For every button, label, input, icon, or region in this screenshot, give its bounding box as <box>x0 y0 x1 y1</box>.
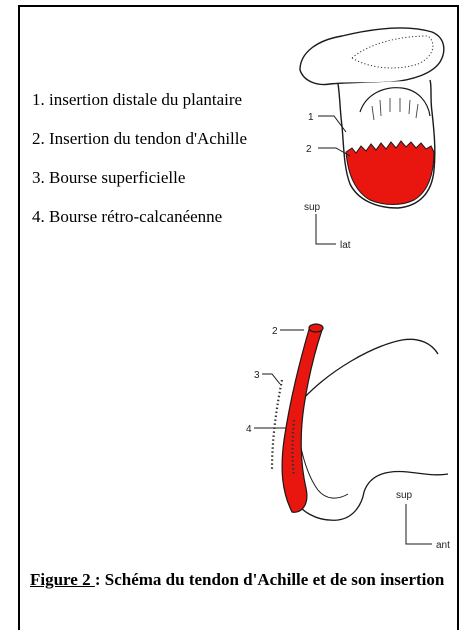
figure-number: Figure 2 <box>30 570 95 589</box>
label-1-top: 1 <box>308 112 314 123</box>
label-4: 4 <box>246 424 252 435</box>
label-2-bottom: 2 <box>272 326 278 337</box>
axes-sup-ant <box>406 504 432 544</box>
label-sup-bottom: sup <box>396 490 413 501</box>
label-ant: ant <box>436 540 450 551</box>
label-sup-top: sup <box>304 202 321 213</box>
label-lat: lat <box>340 240 351 251</box>
tendon-top-end <box>309 324 323 332</box>
achilles-tendon <box>282 326 322 512</box>
figure-caption-text: : Schéma du tendon d'Achille et de son i… <box>95 570 444 589</box>
figure-caption: Figure 2 : Schéma du tendon d'Achille et… <box>30 569 455 591</box>
label-2-top: 2 <box>306 144 312 155</box>
leader-3 <box>262 374 280 384</box>
superficial-bursa <box>272 380 282 470</box>
tendon-lateral-view: 2 3 4 sup ant <box>246 324 450 551</box>
label-3: 3 <box>254 370 260 381</box>
calcaneus-posterior-view: 1 2 sup lat <box>300 28 444 251</box>
axes-sup-lat <box>316 214 336 244</box>
